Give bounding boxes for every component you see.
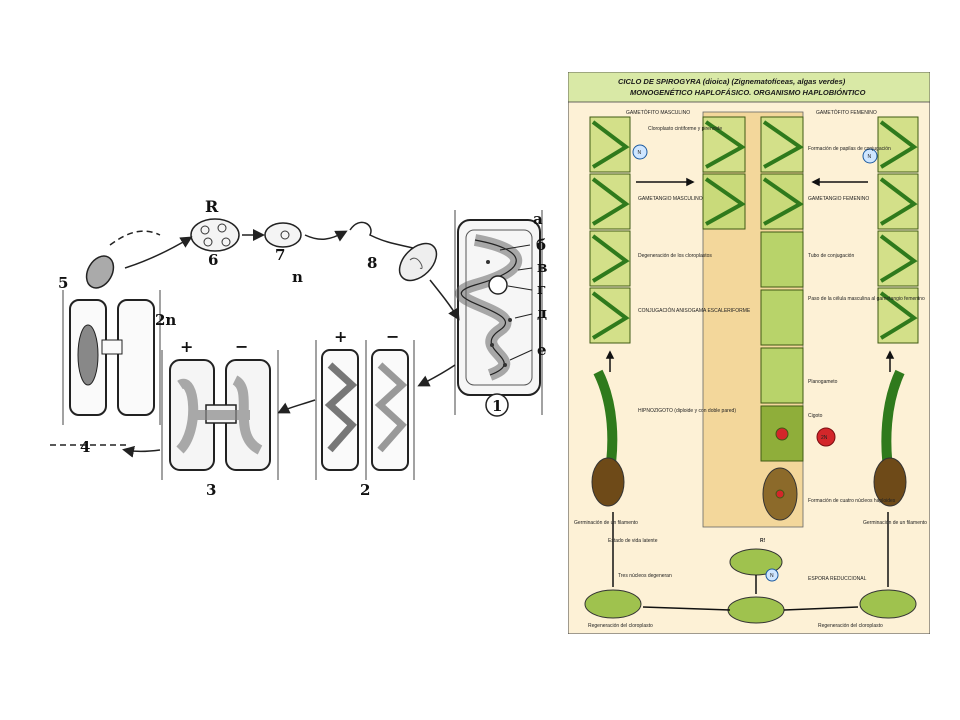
stage-2-label: 2 — [360, 481, 370, 499]
label-meiosis: R! — [760, 538, 766, 544]
haploid-badge-spore — [765, 568, 779, 582]
stage-8-germling — [349, 221, 421, 251]
label-e: е — [537, 341, 547, 359]
stage-3-label: 3 — [206, 481, 216, 499]
label-degenerate-nuclei: Tres núcleos degeneran — [618, 573, 672, 579]
annotations: GAMETÓFITO MASCULINO GAMETÓFITO FEMENINO… — [574, 109, 927, 629]
stage-3-plus: + — [180, 337, 193, 356]
label-germination-left: Germinación de un filamento — [574, 520, 638, 526]
germination-right — [873, 369, 907, 507]
letter-labels: а б в г д е — [499, 210, 547, 361]
label-d: д — [537, 304, 547, 322]
stage-7-spore — [264, 222, 302, 248]
label-regen-right: Regeneración del cloroplasto — [818, 623, 883, 629]
left-filament — [589, 116, 631, 344]
label-chloroplast: Cloroplasto cintiforme y pirenoide — [648, 126, 722, 132]
stage-3-minus: − — [235, 337, 248, 356]
haploid-badge-right — [862, 148, 878, 164]
plate-arrows — [605, 177, 895, 611]
title-banner — [568, 72, 930, 103]
haploid-badge-left — [632, 144, 648, 160]
stage-1-cell — [454, 210, 543, 415]
reduction-label: R — [205, 197, 219, 216]
central-gametangia — [702, 116, 804, 521]
right-filament — [877, 116, 919, 344]
label-degeneration: Degeneración de los cloroplastos — [638, 253, 712, 259]
stage-1-label: 1 — [492, 397, 502, 415]
haploid-badge-right-text: N — [868, 154, 872, 160]
germination-left — [591, 369, 625, 507]
label-papillae: Formación de papilas de conjugación — [808, 146, 891, 152]
label-nuclei: Formación de cuatro núcleos haploides — [808, 498, 896, 504]
stage-8-label: 8 — [367, 254, 377, 272]
label-germination-right: Germinación de un filamento — [863, 520, 927, 526]
label-planogamete: Planogameto — [808, 379, 838, 385]
label-spore: ESPORA REDUCCIONAL — [808, 576, 867, 582]
stage-6-tetrad — [190, 218, 240, 252]
bottom-spores — [584, 548, 917, 624]
zygote-nucleus — [775, 427, 789, 441]
label-v: в — [537, 258, 547, 276]
label-b: б — [536, 236, 546, 254]
diploid-badge-text: 2N — [821, 435, 828, 441]
label-male-gametangium: GAMETANGIO MASCULINO — [638, 196, 703, 202]
stage-2-minus: − — [386, 327, 399, 346]
label-male-gametophyte: GAMETÓFITO MASCULINO — [626, 109, 690, 116]
label-rest-state: Estado de vida latente — [608, 538, 658, 544]
diploid-label: 2n — [155, 311, 176, 329]
haploid-label: n — [292, 268, 303, 286]
label-zygote: Cigoto — [808, 413, 823, 419]
cycle-arrows — [50, 229, 460, 458]
label-hypnozygote: HIPNOZIGOTO (diploide y con doble pared) — [638, 408, 736, 414]
stage-5-label: 5 — [58, 274, 68, 292]
label-female-gametangium: GAMETANGIO FEMENINO — [808, 196, 869, 202]
stage-1-circle — [485, 393, 509, 417]
label-female-gametophyte: GAMETÓFITO FEMENINO — [816, 109, 877, 116]
stage-3-conjugation — [161, 350, 279, 480]
spirogyra-life-cycle-sketch: а б в г д е 1 + − 2 + − 3 — [50, 197, 547, 499]
label-g: г — [537, 280, 546, 298]
stage-2-filaments — [315, 340, 415, 480]
plate-subtitle: MONOGENÉTICO HAPLOFÁSICO. ORGANISMO HAPL… — [630, 88, 866, 97]
plate-title: CICLO DE SPIROGYRA (dioica) (Zignematofí… — [618, 77, 846, 86]
label-passage: Paso de la célula masculina al gametangi… — [808, 296, 925, 302]
spirogyra-cycle-textbook-plate: CICLO DE SPIROGYRA (dioica) (Zignematofí… — [568, 72, 930, 634]
haploid-badge-spore-text: N — [770, 573, 774, 579]
diploid-badge — [816, 427, 836, 447]
label-a: а — [533, 210, 543, 228]
label-regen-left: Regeneración del cloroplasto — [588, 623, 653, 629]
stage-7-label: 7 — [275, 246, 285, 264]
stage-5-zygospore — [85, 255, 115, 289]
stage-6-label: 6 — [208, 251, 218, 269]
stage-4-label: 4 — [80, 438, 90, 456]
stage-2-plus: + — [334, 327, 347, 346]
haploid-badge-left-text: N — [638, 150, 642, 156]
label-conjugation: CONJUGACIÓN ANISOGAMA ESCALERIFORME — [638, 307, 751, 314]
label-conjugation-tube: Tubo de conjugación — [808, 253, 854, 259]
stage-4-zygote-cells — [62, 290, 161, 425]
